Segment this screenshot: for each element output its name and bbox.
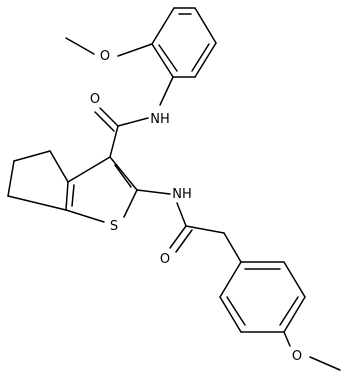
thiophene-ring — [65, 156, 138, 223]
top-methoxy-bond-methyl — [65, 37, 95, 55]
amide-co-bond-2 — [94, 111, 115, 132]
amide-c-nh-bond — [117, 117, 149, 127]
amide-co-bond-1 — [99, 107, 119, 127]
top-methoxy-bond-ring — [117, 43, 153, 57]
amide-o-label: O — [90, 92, 100, 107]
cyclopentane-ring — [7, 150, 69, 211]
acyl-co-bond-2 — [175, 229, 193, 253]
top-methoxyphenyl-ring — [151, 7, 217, 78]
acetyl-o-label: O — [160, 252, 170, 267]
acyl-co-bond-1 — [169, 225, 187, 249]
methoxy-o-top-label: O — [100, 49, 110, 64]
amide-nh-label: NH — [150, 112, 170, 127]
ch2-ring-bond — [223, 232, 242, 263]
ring-nh-bond — [136, 189, 171, 195]
bottom-methoxyphenyl-ring — [219, 261, 306, 333]
aryl-nh-bond — [159, 76, 174, 106]
acyl-ch2-bond — [185, 225, 225, 234]
methoxy-o-bottom-label: O — [292, 349, 302, 364]
bottom-methoxy-bond-ring — [283, 331, 291, 347]
amide-c-ring-bond — [109, 125, 119, 158]
amine-nh-label: NH — [172, 187, 192, 202]
nh-acyl-bond — [176, 202, 187, 227]
bottom-methoxy-bond-methyl — [309, 356, 341, 371]
thiophene-s-label: S — [110, 219, 118, 234]
